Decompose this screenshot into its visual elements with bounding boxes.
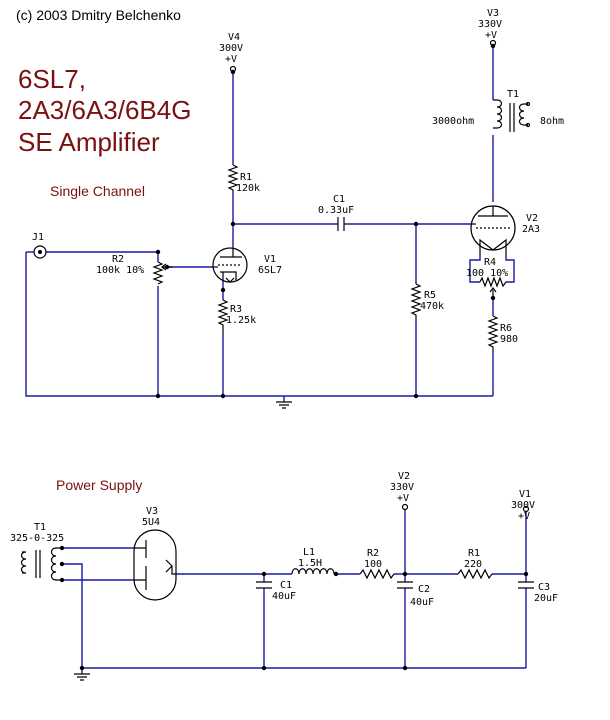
amp-t1-secondary-label: 8ohm <box>540 116 564 127</box>
title-line-3: SE Amplifier <box>18 127 160 157</box>
power-transformer-t1: T1 325-0-325 <box>10 522 64 581</box>
psu-l1-value-label: 1.5H <box>298 558 322 569</box>
amp-r3-name-label: R3 <box>230 304 242 315</box>
psu-v3-type-label: 5U4 <box>142 517 160 528</box>
amp-junctions <box>155 43 496 399</box>
amp-c1-value-label: 0.33uF <box>318 205 354 216</box>
title-line-2: 2A3/6A3/6B4G <box>18 95 191 125</box>
subtitle-single-channel: Single Channel <box>50 183 145 199</box>
psu-capacitor-c1: C1 40uF <box>256 580 296 602</box>
rectifier-tube-v3: V3 5U4 <box>133 506 177 601</box>
amp-r1-name-label: R1 <box>240 172 252 183</box>
choke-l1: L1 1.5H <box>291 547 335 575</box>
amp-r2-value-label: 100k 10% <box>96 265 144 276</box>
amp-r6-value-label: 980 <box>500 334 518 345</box>
amp-v4-name-label: V4 <box>228 32 240 43</box>
ground-symbol-psu <box>74 673 90 681</box>
amp-v3-name-label: V3 <box>487 8 499 19</box>
title-line-1: 6SL7, <box>18 64 86 94</box>
psu-c3-value-label: 20uF <box>534 593 558 604</box>
amp-c1-name-label: C1 <box>333 194 345 205</box>
capacitor-c1: C1 0.33uF <box>318 194 354 231</box>
psu-capacitor-c2: C2 40uF <box>397 581 434 608</box>
amp-r6-name-label: R6 <box>500 323 512 334</box>
amp-v4-voltage-label: 300V <box>219 43 243 54</box>
amp-v3-voltage-label: 330V <box>478 19 502 30</box>
psu-t1-name-label: T1 <box>34 522 46 533</box>
amp-v1-type-label: 6SL7 <box>258 265 282 276</box>
amp-v2-name-label: V2 <box>526 213 538 224</box>
psu-junctions <box>59 545 529 671</box>
amp-v1-name-label: V1 <box>264 254 276 265</box>
amp-v3-sign-label: +V <box>485 30 497 41</box>
psu-c3-name-label: C3 <box>538 582 550 593</box>
amp-wires <box>25 46 515 402</box>
amp-r5-name-label: R5 <box>424 290 436 301</box>
psu-resistor-r1: R1 220 <box>457 548 493 580</box>
resistor-r6: R6 980 <box>487 315 518 352</box>
potentiometer-r2: R2 100k 10% <box>96 254 172 285</box>
amp-v4-sign-label: +V <box>225 54 237 65</box>
psu-v2-voltage-label: 330V <box>390 482 414 493</box>
psu-c1-value-label: 40uF <box>272 591 296 602</box>
psu-t1-value-label: 325-0-325 <box>10 533 64 544</box>
amp-t1-primary-label: 3000ohm <box>432 116 474 127</box>
psu-capacitor-c3: C3 20uF <box>518 581 558 604</box>
tube-v2: V2 2A3 <box>470 205 540 256</box>
amp-r1-value-label: 120k <box>236 183 260 194</box>
amp-r2-name-label: R2 <box>112 254 124 265</box>
amp-r4-name-label: R4 <box>484 257 496 268</box>
tube-v1: V1 6SL7 <box>212 247 282 283</box>
psu-supply-v2: V2 330V +V <box>390 471 414 511</box>
resistor-r1: R1 120k <box>227 164 260 194</box>
copyright-text: (c) 2003 Dmitry Belchenko <box>16 7 181 23</box>
amp-j1-name-label: J1 <box>32 232 44 243</box>
psu-c2-value-label: 40uF <box>410 597 434 608</box>
amp-t1-name-label: T1 <box>507 89 519 100</box>
psu-r1-value-label: 220 <box>464 559 482 570</box>
resistor-r3: R3 1.25k <box>217 299 256 334</box>
psu-r2-name-label: R2 <box>367 548 379 559</box>
psu-r2-value-label: 100 <box>364 559 382 570</box>
psu-v1-name-label: V1 <box>519 489 531 500</box>
psu-resistor-r2: R2 100 <box>359 548 395 580</box>
psu-v1-sign-label: +V <box>518 511 530 522</box>
ground-symbol-amp <box>276 401 292 409</box>
supply-v4: V4 300V +V <box>219 32 243 73</box>
potentiometer-r4: R4 100 10% <box>466 257 508 298</box>
psu-l1-name-label: L1 <box>303 547 315 558</box>
psu-supply-v1: V1 300V +V <box>511 489 535 522</box>
amp-r4-value-label: 100 10% <box>466 268 508 279</box>
amp-r3-value-label: 1.25k <box>226 315 256 326</box>
psu-v2-name-label: V2 <box>398 471 410 482</box>
psu-c2-name-label: C2 <box>418 584 430 595</box>
power-supply-title: Power Supply <box>56 477 142 493</box>
amp-r5-value-label: 470k <box>420 301 444 312</box>
jack-j1: J1 <box>32 232 47 259</box>
psu-v3-name-label: V3 <box>146 506 158 517</box>
amp-v2-type-label: 2A3 <box>522 224 540 235</box>
output-transformer-t1: T1 3000ohm 8ohm <box>432 89 564 132</box>
supply-v3: V3 330V +V <box>478 8 502 47</box>
psu-v1-voltage-label: 300V <box>511 500 535 511</box>
psu-v2-sign-label: +V <box>397 493 409 504</box>
resistor-r5: R5 470k <box>410 283 444 322</box>
psu-c1-name-label: C1 <box>280 580 292 591</box>
psu-r1-name-label: R1 <box>468 548 480 559</box>
